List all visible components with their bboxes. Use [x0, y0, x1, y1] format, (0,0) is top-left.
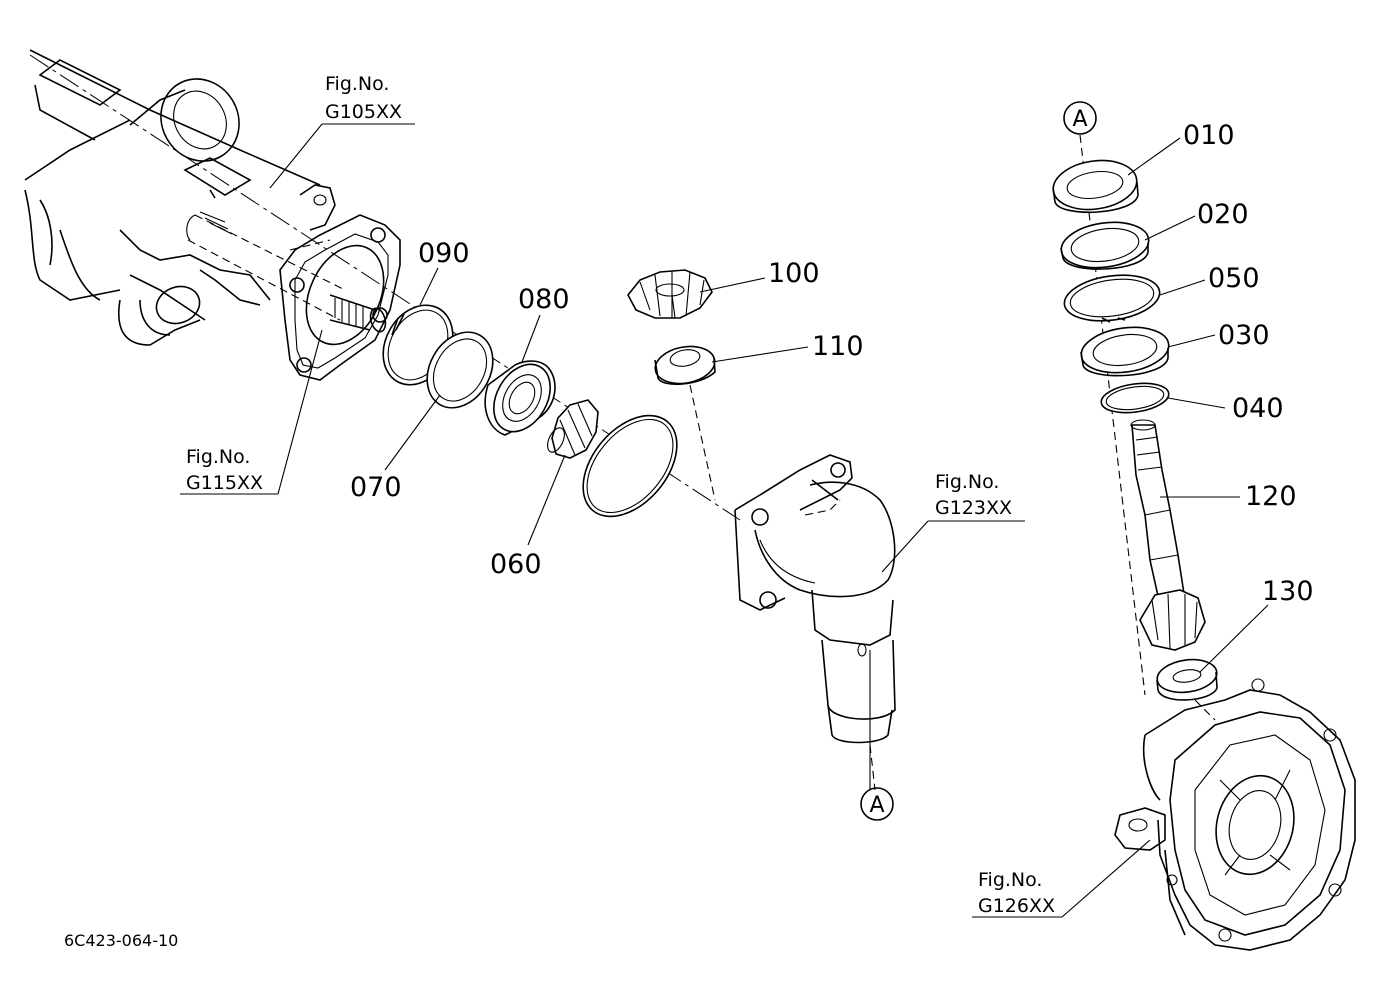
elbow-housing [734, 454, 896, 791]
label-120[interactable]: 120 [1245, 481, 1297, 512]
reference-marker-bottom: A [860, 787, 894, 821]
fig-ref-g115xx[interactable]: Fig.No. G115XX [186, 446, 263, 494]
axle-housing [24, 49, 741, 521]
part-labels: 010 020 050 030 040 120 130 100 110 090 … [350, 120, 1314, 607]
part-070-oring [426, 331, 494, 409]
part-040-snap-ring [1100, 382, 1170, 414]
fig-ref-g123xx[interactable]: Fig.No. G123XX [935, 471, 1012, 519]
label-080[interactable]: 080 [518, 284, 570, 315]
label-010[interactable]: 010 [1183, 120, 1235, 151]
label-100[interactable]: 100 [768, 258, 820, 289]
label-040[interactable]: 040 [1232, 393, 1284, 424]
svg-text:G123XX: G123XX [935, 497, 1012, 519]
svg-text:A: A [1072, 107, 1087, 132]
label-070[interactable]: 070 [350, 472, 402, 503]
label-050[interactable]: 050 [1208, 263, 1260, 294]
reference-marker-top: A [1063, 101, 1097, 135]
leader-lines [180, 123, 1269, 918]
svg-text:G115XX: G115XX [186, 472, 263, 494]
svg-text:A: A [869, 793, 884, 818]
svg-text:Fig.No.: Fig.No. [935, 471, 999, 493]
part-050-snap-ring [1063, 274, 1161, 323]
part-100-bevel-gear [627, 269, 713, 319]
fig-ref-g105xx[interactable]: Fig.No. G105XX [325, 73, 402, 123]
svg-text:G126XX: G126XX [978, 895, 1055, 917]
part-gasket-oring [582, 414, 678, 518]
label-110[interactable]: 110 [812, 331, 864, 362]
label-020[interactable]: 020 [1197, 199, 1249, 230]
svg-text:Fig.No.: Fig.No. [978, 869, 1042, 891]
part-080-bearing [484, 360, 556, 436]
svg-text:Fig.No.: Fig.No. [325, 73, 389, 95]
label-030[interactable]: 030 [1218, 320, 1270, 351]
label-060[interactable]: 060 [490, 549, 542, 580]
gear-case [1114, 678, 1356, 951]
label-090[interactable]: 090 [418, 238, 470, 269]
label-130[interactable]: 130 [1262, 576, 1314, 607]
part-110-bearing [654, 345, 716, 386]
part-010-seal [1052, 159, 1139, 214]
part-130-bearing [1156, 658, 1218, 701]
part-060-bevel-gear [547, 399, 599, 459]
part-020-bearing [1060, 221, 1150, 270]
part-120-pinion-shaft [1130, 419, 1206, 651]
svg-text:G105XX: G105XX [325, 101, 402, 123]
fig-ref-g126xx[interactable]: Fig.No. G126XX [978, 869, 1055, 917]
drawing-code: 6C423-064-10 [64, 931, 178, 950]
part-030-bearing [1080, 326, 1170, 377]
svg-text:Fig.No.: Fig.No. [186, 446, 250, 468]
